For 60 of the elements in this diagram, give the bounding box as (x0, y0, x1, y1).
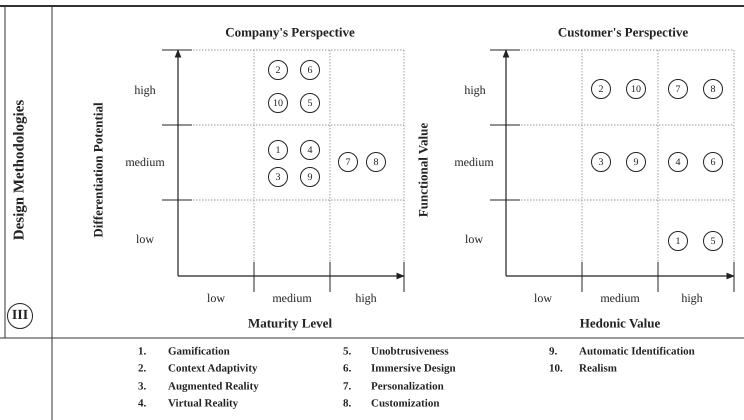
axis-title: Differentiation Potential (92, 102, 104, 238)
numbered-circle: 5 (300, 93, 320, 113)
numbered-circle: 1 (668, 231, 688, 251)
list-item: Gamification (168, 346, 230, 358)
axis-tick-label: high (134, 84, 156, 96)
list-number: 2. (138, 364, 146, 374)
axis-tick-label: medium (272, 292, 312, 304)
list-item: Virtual Reality (168, 398, 238, 410)
numbered-circle: 4 (668, 152, 688, 172)
list-item: Unobtrusiveness (371, 346, 449, 358)
axis-tick-label: low (465, 233, 483, 245)
numbered-circle: 3 (591, 152, 611, 172)
numbered-circle: 4 (300, 140, 320, 160)
axis-tick-label: medium (600, 292, 640, 304)
axis-tick-label: high (464, 84, 486, 96)
numbered-circle: 6 (300, 60, 320, 80)
numbered-circle: 9 (626, 152, 646, 172)
numbered-circle: 5 (703, 231, 723, 251)
chart-title: Customer's Perspective (558, 26, 688, 38)
list-number: 6. (343, 364, 352, 374)
list-item: Customization (371, 398, 440, 410)
numbered-circle: 8 (703, 79, 723, 99)
section-number-circle: III (7, 303, 33, 329)
numbered-circle: 3 (268, 167, 288, 187)
numbered-circle: 9 (300, 167, 320, 187)
numbered-circle: 2 (591, 79, 611, 99)
list-item: Automatic Identification (579, 346, 695, 358)
list-item: Personalization (371, 382, 444, 392)
numbered-circle: 8 (366, 152, 386, 172)
list-number: 1. (138, 346, 146, 358)
numbered-circle: 1 (268, 140, 288, 160)
list-item: Context Adaptivity (168, 364, 258, 374)
list-number: 5. (343, 346, 352, 358)
axis-tick-label: low (136, 233, 154, 245)
list-item: Augmented Reality (168, 382, 259, 392)
list-number: 10. (549, 364, 563, 374)
section-title: Design Methodologies (12, 100, 28, 240)
axis-tick-label: medium (125, 156, 165, 168)
numbered-circle: 10 (626, 79, 646, 99)
axis-title: Maturity Level (248, 316, 332, 330)
list-number: 4. (138, 398, 146, 410)
list-item: Realism (579, 364, 617, 374)
numbered-circle: 2 (268, 60, 288, 80)
axis-title: Hedonic Value (580, 316, 660, 330)
axis-title: Functional Value (416, 122, 430, 218)
chart-title: Company's Perspective (225, 26, 355, 38)
axis-tick-label: medium (454, 156, 494, 168)
list-item: Immersive Design (371, 364, 456, 374)
list-number: 9. (549, 346, 558, 358)
numbered-circle: 6 (703, 152, 723, 172)
axis-tick-label: high (681, 292, 703, 304)
list-number: 3. (138, 382, 146, 392)
list-number: 7. (343, 382, 352, 392)
axis-tick-label: low (534, 292, 552, 304)
numbered-circle: 7 (338, 152, 358, 172)
list-number: 8. (343, 398, 352, 410)
axis-tick-label: high (355, 292, 377, 304)
numbered-circle: 7 (668, 79, 688, 99)
numbered-circle: 10 (268, 93, 288, 113)
axis-tick-label: low (207, 292, 225, 304)
